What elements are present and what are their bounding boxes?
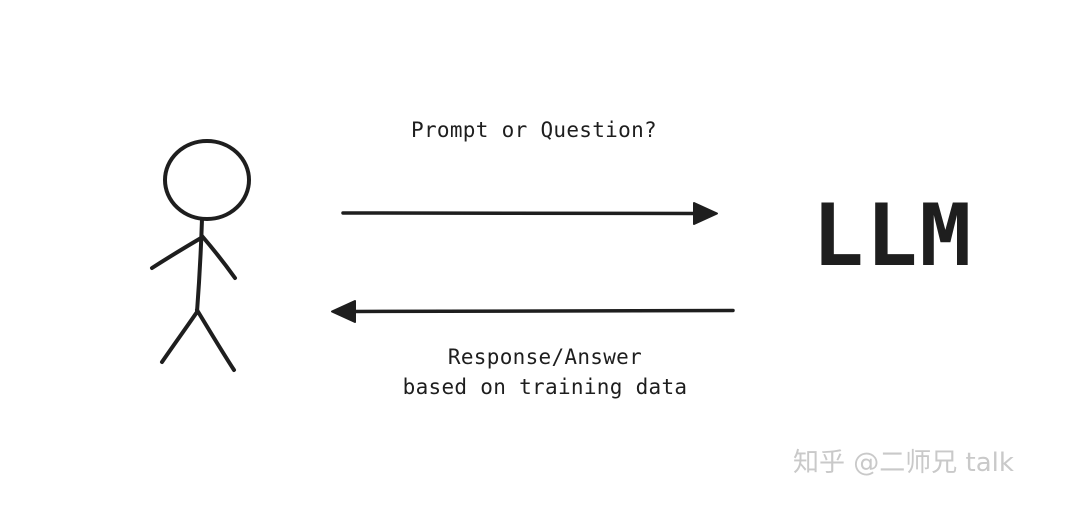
stick-figure-head	[163, 139, 251, 221]
prompt-label: Prompt or Question?	[411, 118, 657, 142]
response-label: Response/Answer based on training data	[320, 342, 770, 402]
stick-figure-left-arm	[150, 236, 203, 270]
response-label-line2: based on training data	[402, 375, 688, 399]
arrow-left-icon	[331, 300, 735, 323]
stick-figure-left-leg	[160, 310, 199, 364]
watermark: 知乎 @二师兄 talk	[793, 448, 1014, 478]
arrow-right-icon	[341, 202, 718, 225]
response-label-line1: Response/Answer	[447, 345, 643, 369]
stick-figure-right-arm	[200, 234, 237, 280]
stick-figure-right-leg	[195, 308, 236, 372]
llm-label: LLM	[812, 186, 974, 286]
stick-figure-icon	[150, 139, 251, 372]
stick-figure-body	[195, 217, 204, 314]
